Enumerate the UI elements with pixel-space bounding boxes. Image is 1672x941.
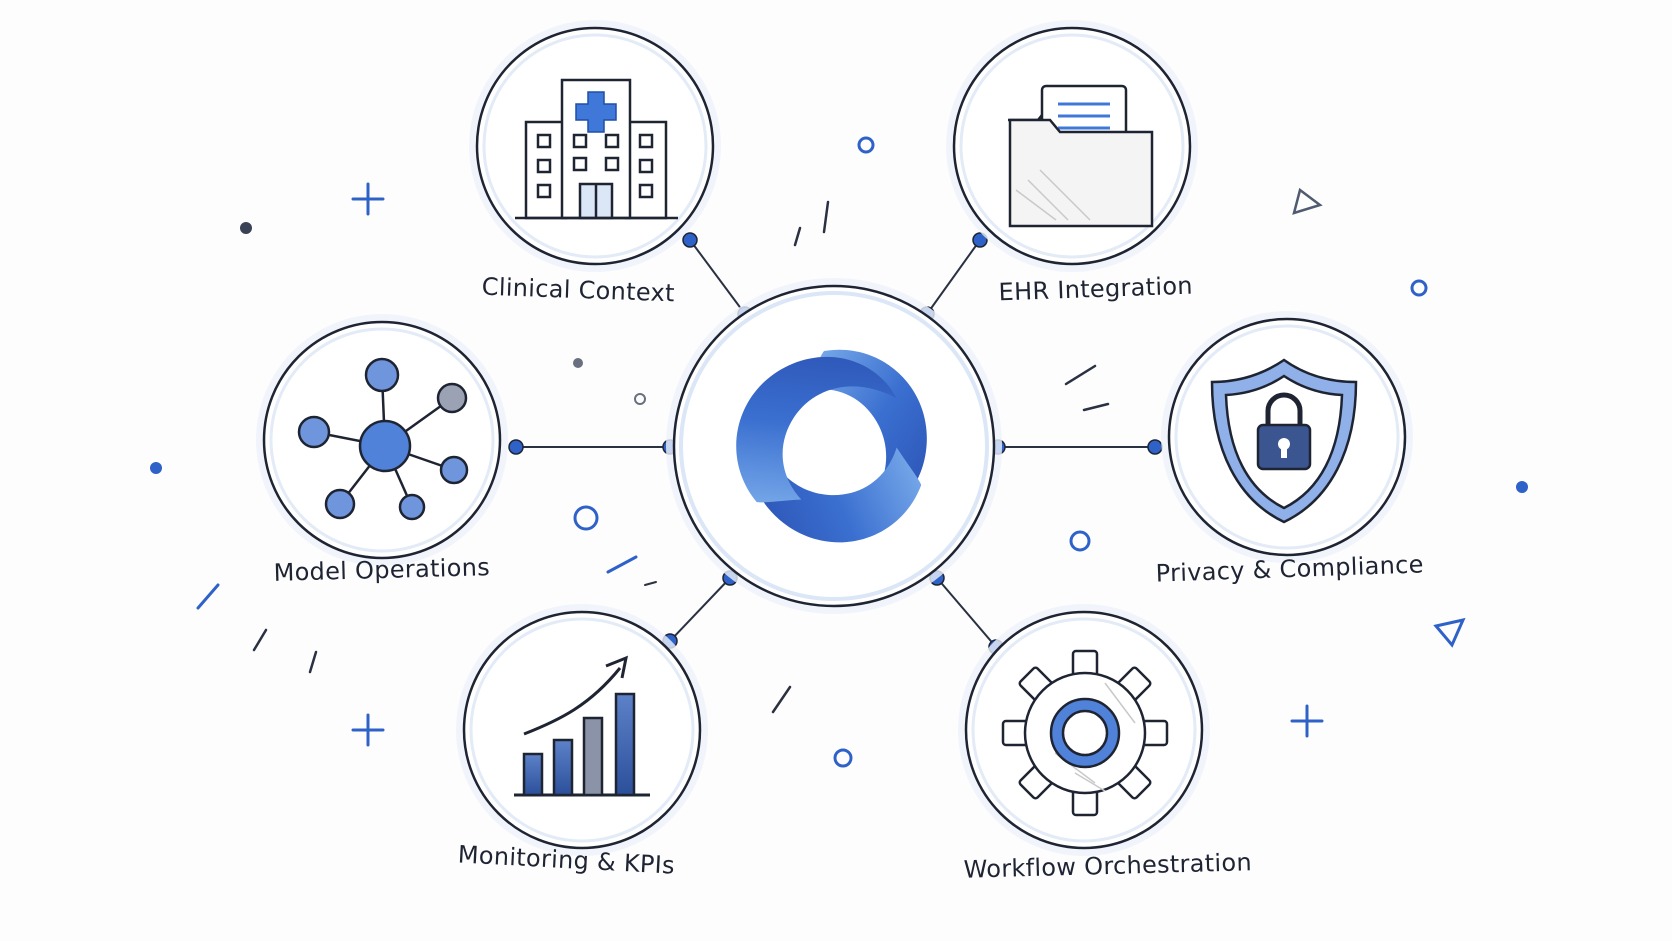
- connectors: [516, 239, 1155, 648]
- connector-workflow: [936, 577, 997, 648]
- node-clinical-context[interactable]: Clinical Context: [469, 20, 721, 307]
- node-model-operations[interactable]: Model Operations: [256, 314, 508, 587]
- ring-decor: [857, 136, 875, 154]
- network-nodes-icon: [297, 357, 469, 521]
- triangle-decor: [1433, 617, 1466, 648]
- connector-ehr: [926, 239, 981, 315]
- swirl-logo-icon: [736, 349, 927, 543]
- dot-decorations: [150, 222, 1528, 493]
- plus-decor: [351, 713, 385, 747]
- node-privacy-compliance[interactable]: Privacy & Compliance: [1155, 311, 1424, 588]
- ring-decor: [833, 748, 853, 768]
- folder-document-icon: [1008, 84, 1154, 228]
- hospital-icon: [515, 78, 678, 220]
- plus-decor: [1290, 704, 1324, 738]
- center-hub: [666, 278, 1002, 614]
- triangle-decor: [1292, 187, 1323, 215]
- node-monitoring-kpis[interactable]: Monitoring & KPIs: [456, 604, 708, 880]
- bar-chart-growth-icon: [514, 655, 650, 797]
- gear-icon: [1001, 649, 1169, 817]
- node-workflow-orchestration[interactable]: Workflow Orchestration: [958, 604, 1252, 884]
- node-label: Monitoring & KPIs: [457, 840, 675, 879]
- shield-lock-icon: [1210, 358, 1358, 524]
- ring-decor: [634, 393, 646, 405]
- ring-decor: [1410, 279, 1428, 297]
- node-ehr-integration[interactable]: EHR Integration: [946, 20, 1198, 306]
- decorations: [196, 136, 1466, 768]
- node-label: Privacy & Compliance: [1155, 550, 1424, 587]
- node-label: Workflow Orchestration: [963, 848, 1252, 884]
- node-label: Model Operations: [273, 553, 490, 587]
- connector-monitoring: [669, 577, 731, 642]
- connector-clinical: [689, 239, 746, 315]
- node-label: Clinical Context: [481, 273, 675, 308]
- plus-decor: [351, 182, 385, 216]
- node-label: EHR Integration: [998, 272, 1193, 307]
- ring-decor: [1069, 530, 1091, 552]
- ring-decor: [573, 505, 599, 531]
